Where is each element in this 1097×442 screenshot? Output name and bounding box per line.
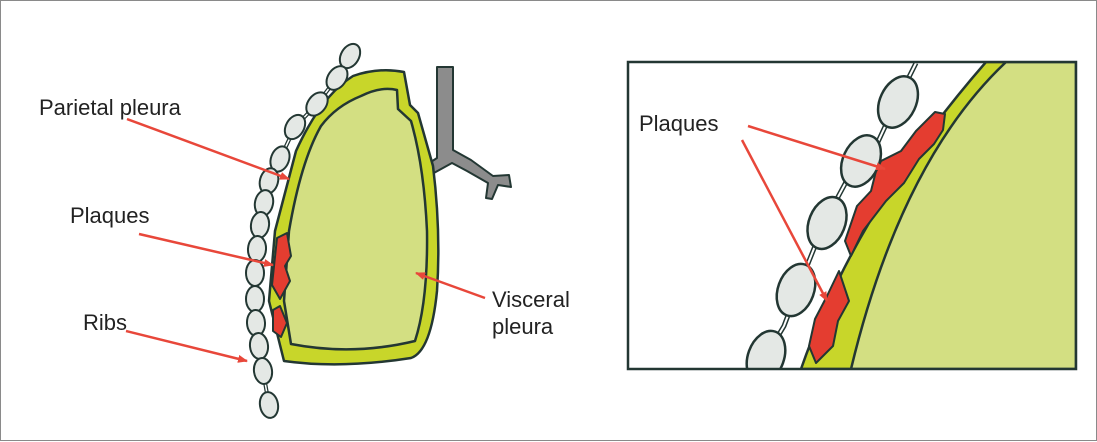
visceral-label-line2: pleura	[492, 313, 570, 340]
lung-inner	[284, 89, 427, 349]
arrow-parietal	[127, 119, 289, 179]
visceral-pleura-label: Visceral pleura	[492, 286, 570, 340]
parietal-pleura-label: Parietal pleura	[39, 94, 181, 121]
lung-left	[269, 70, 438, 364]
plaques-label-inset: Plaques	[639, 110, 719, 137]
ribs-label: Ribs	[83, 309, 127, 336]
visceral-label-line1: Visceral	[492, 286, 570, 313]
arrow-ribs	[126, 331, 247, 361]
plaques-label-left: Plaques	[70, 202, 150, 229]
